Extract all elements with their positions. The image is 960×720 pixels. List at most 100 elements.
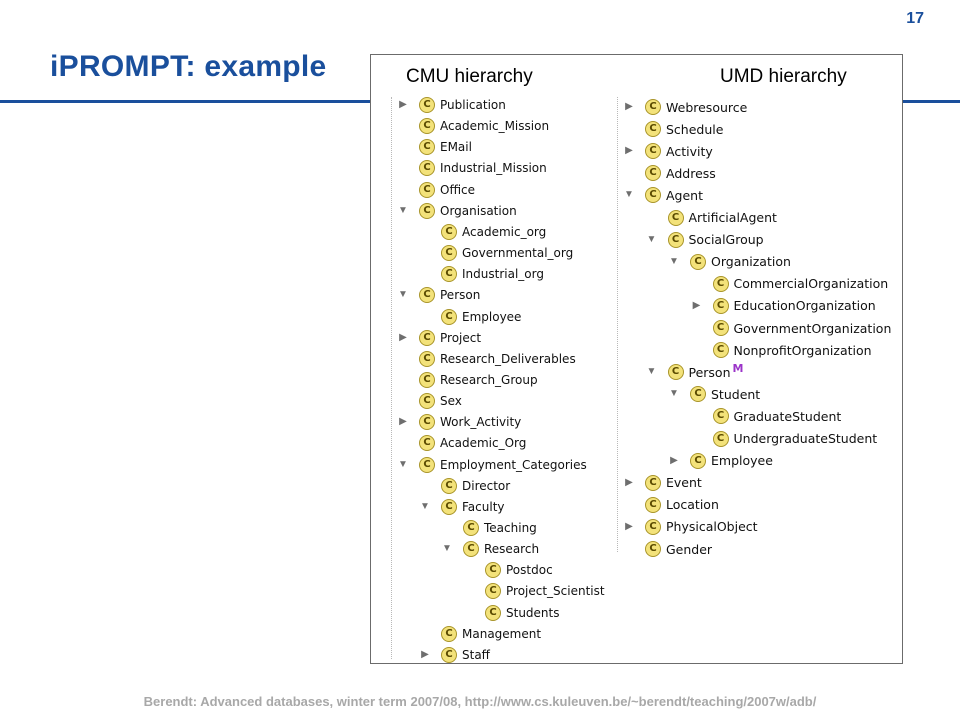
class-c-icon: C	[645, 541, 661, 557]
class-c-icon: C	[712, 342, 729, 359]
triangle-right-icon[interactable]: ▶	[625, 476, 633, 488]
class-c-icon: C	[419, 287, 435, 304]
triangle-right-icon[interactable]: ▶	[399, 99, 407, 110]
triangle-down-icon[interactable]: ▼	[646, 233, 657, 245]
class-label: Project_Scientist	[506, 584, 605, 599]
class-label: Students	[506, 605, 560, 620]
triangle-down-icon[interactable]: ▼	[669, 255, 679, 267]
triangle-right-icon[interactable]: ▶	[421, 648, 429, 660]
class-c-icon: C	[441, 223, 457, 240]
class-c-icon: C	[419, 456, 435, 473]
triangle-right-icon[interactable]: ▶	[692, 299, 701, 311]
triangle-right-icon[interactable]: ▶	[399, 331, 407, 343]
cmu-tree-node[interactable]: C Academic_org	[441, 222, 546, 242]
class-c-icon: C	[419, 329, 435, 346]
triangle-down-icon[interactable]: ▼	[398, 458, 408, 470]
class-c-icon: C	[667, 209, 684, 226]
class-c-icon: C	[441, 266, 457, 283]
class-c-icon: C	[485, 583, 501, 600]
class-c-icon: C	[645, 121, 661, 138]
triangle-right-icon[interactable]: ▶	[625, 145, 633, 157]
triangle-right-icon[interactable]: ▶	[625, 520, 633, 532]
merge-marker-icon: M	[732, 361, 744, 375]
cmu-tree-node[interactable]: ▶ C Project	[399, 328, 482, 348]
class-label: Research_Group	[440, 372, 538, 387]
class-label: Postdoc	[506, 563, 553, 578]
class-label: Project	[440, 330, 482, 345]
class-label: Location	[666, 497, 719, 513]
class-c-icon: C	[712, 320, 729, 336]
class-label: Employee	[711, 453, 773, 469]
class-c-icon: C	[419, 371, 435, 388]
class-label: PhysicalObject	[666, 519, 758, 535]
class-c-icon: C	[667, 364, 684, 381]
class-label: Academic_Org	[440, 436, 527, 451]
class-label: Academic_org	[462, 224, 547, 239]
triangle-right-icon[interactable]: ▶	[399, 416, 407, 428]
class-label: Webresource	[666, 99, 748, 115]
class-label: Staff	[462, 647, 490, 662]
triangle-down-icon[interactable]: ▼	[669, 388, 679, 400]
class-c-icon: C	[645, 187, 661, 204]
triangle-down-icon[interactable]: ▼	[420, 500, 430, 512]
triangle-down-icon[interactable]: ▼	[398, 289, 408, 301]
class-c-icon: C	[690, 386, 706, 403]
class-c-icon: C	[712, 430, 729, 447]
triangle-right-icon[interactable]: ▶	[670, 454, 678, 466]
class-c-icon: C	[690, 253, 706, 270]
class-label: Faculty	[462, 499, 505, 514]
triangle-right-icon[interactable]: ▶	[625, 101, 633, 112]
triangle-down-icon[interactable]: ▼	[646, 366, 657, 378]
cmu-tree-node[interactable]: C Research_Group	[419, 370, 538, 390]
triangle-down-icon[interactable]: ▼	[398, 204, 408, 216]
triangle-down-icon[interactable]: ▼	[624, 189, 634, 201]
triangle-down-icon[interactable]: ▼	[442, 543, 452, 555]
class-c-icon: C	[463, 541, 479, 558]
cmu-tree-node[interactable]: C Project_Scientist	[485, 581, 605, 601]
